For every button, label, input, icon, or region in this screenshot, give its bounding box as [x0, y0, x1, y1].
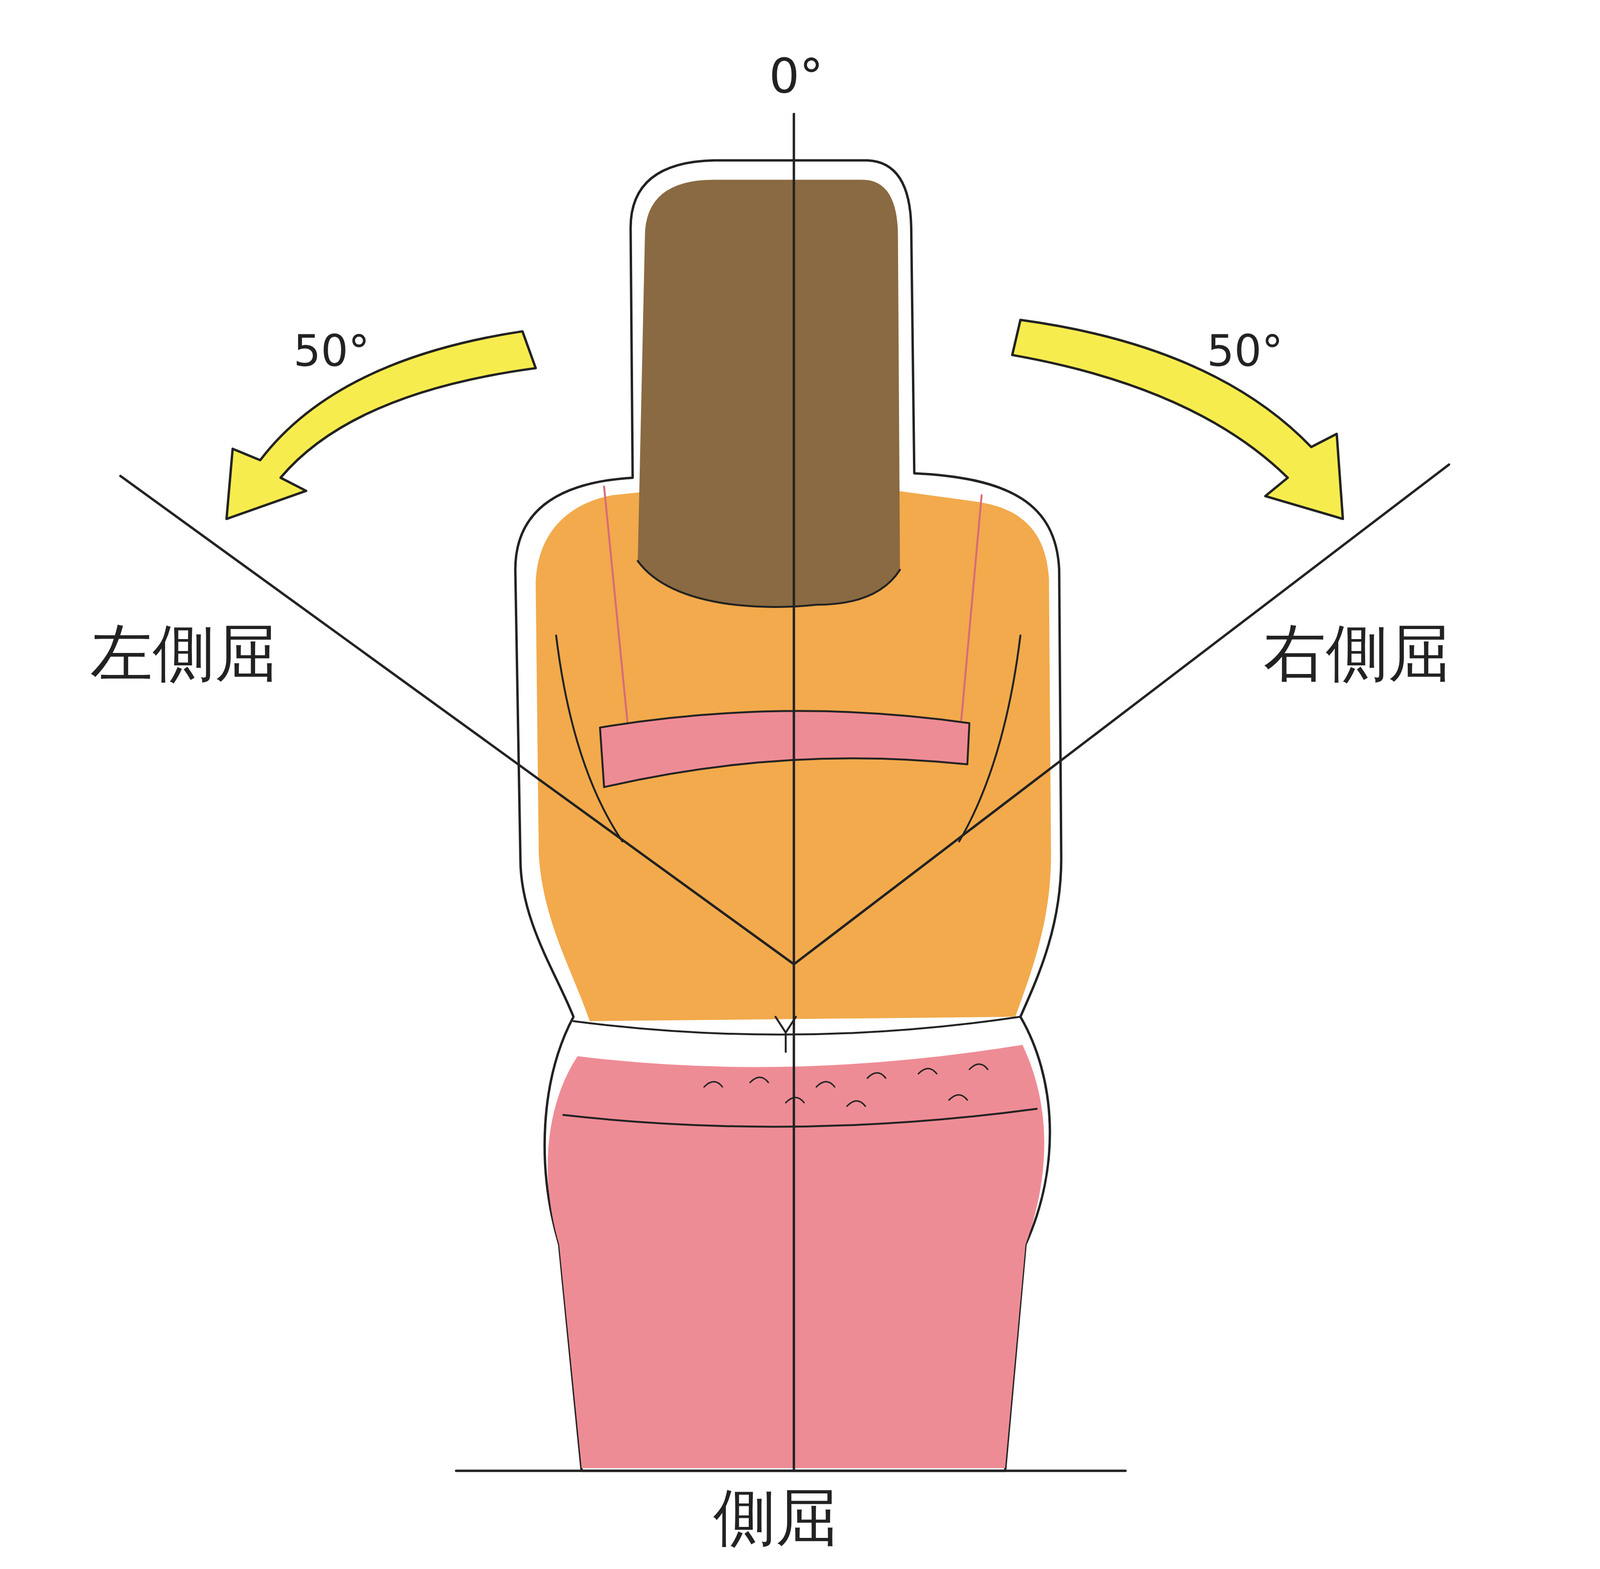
right-arrow [1012, 320, 1344, 520]
direction-label: 左側屈 [90, 619, 278, 688]
bra-band [600, 711, 970, 788]
hair-curls [704, 1064, 989, 1107]
bra-strap [961, 495, 982, 721]
underwear [547, 1044, 1045, 1469]
caption: 側屈 [713, 1483, 838, 1553]
ground-line [455, 1469, 1126, 1473]
left-arrow [226, 331, 536, 520]
vertical-axis [792, 113, 796, 1472]
waistband-line [573, 1017, 1021, 1035]
angle-label: 0° [768, 50, 824, 103]
bra-strap [604, 486, 628, 724]
left-bend-line [120, 476, 795, 965]
figure-outline [515, 160, 1062, 1471]
hair [637, 179, 900, 608]
angle-label: 50° [293, 327, 370, 375]
waistband-line [563, 1109, 1037, 1127]
hair-tips [637, 561, 900, 608]
direction-label: 右側屈 [1263, 619, 1451, 688]
angle-label: 50° [1206, 327, 1284, 375]
right-bend-line [793, 464, 1449, 965]
